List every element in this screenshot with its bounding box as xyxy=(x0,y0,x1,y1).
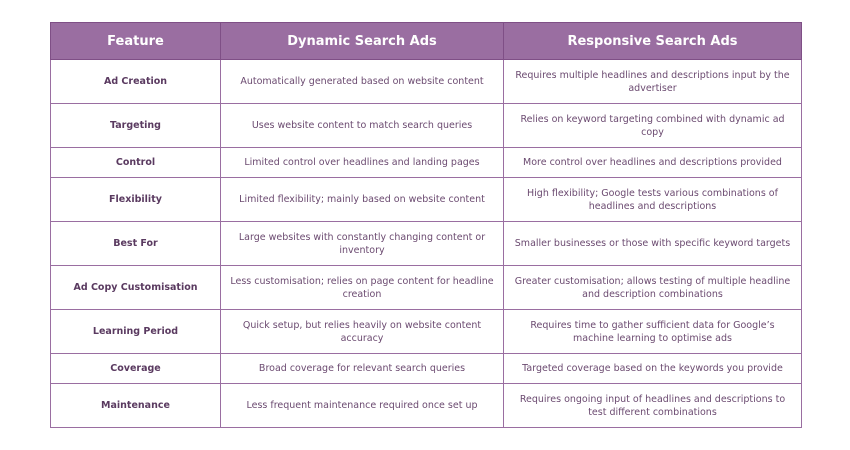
dsa-cell: Quick setup, but relies heavily on websi… xyxy=(220,309,504,354)
table-row: Targeting Uses website content to match … xyxy=(50,103,802,148)
rsa-cell: Smaller businesses or those with specifi… xyxy=(503,221,802,266)
comparison-table: Feature Dynamic Search Ads Responsive Se… xyxy=(50,22,802,428)
rsa-cell: Requires time to gather sufficient data … xyxy=(503,309,802,354)
feature-cell: Coverage xyxy=(50,353,221,384)
feature-cell: Control xyxy=(50,147,221,178)
feature-cell: Learning Period xyxy=(50,309,221,354)
dsa-cell: Large websites with constantly changing … xyxy=(220,221,504,266)
rsa-cell: Relies on keyword targeting combined wit… xyxy=(503,103,802,148)
rsa-cell: Requires multiple headlines and descript… xyxy=(503,59,802,104)
table-row: Learning Period Quick setup, but relies … xyxy=(50,309,802,354)
feature-cell: Targeting xyxy=(50,103,221,148)
feature-cell: Best For xyxy=(50,221,221,266)
header-feature: Feature xyxy=(50,22,221,60)
dsa-cell: Less customisation; relies on page conte… xyxy=(220,265,504,310)
rsa-cell: Requires ongoing input of headlines and … xyxy=(503,383,802,428)
header-dynamic-search-ads: Dynamic Search Ads xyxy=(220,22,504,60)
feature-cell: Ad Copy Customisation xyxy=(50,265,221,310)
table-row: Ad Copy Customisation Less customisation… xyxy=(50,265,802,310)
rsa-cell: Targeted coverage based on the keywords … xyxy=(503,353,802,384)
rsa-cell: Greater customisation; allows testing of… xyxy=(503,265,802,310)
header-responsive-search-ads: Responsive Search Ads xyxy=(503,22,802,60)
feature-cell: Maintenance xyxy=(50,383,221,428)
table-row: Coverage Broad coverage for relevant sea… xyxy=(50,353,802,384)
comparison-table-container: Feature Dynamic Search Ads Responsive Se… xyxy=(50,22,802,428)
dsa-cell: Less frequent maintenance required once … xyxy=(220,383,504,428)
table-row: Best For Large websites with constantly … xyxy=(50,221,802,266)
dsa-cell: Automatically generated based on website… xyxy=(220,59,504,104)
dsa-cell: Broad coverage for relevant search queri… xyxy=(220,353,504,384)
feature-cell: Ad Creation xyxy=(50,59,221,104)
feature-cell: Flexibility xyxy=(50,177,221,222)
dsa-cell: Limited flexibility; mainly based on web… xyxy=(220,177,504,222)
header-row: Feature Dynamic Search Ads Responsive Se… xyxy=(50,22,802,60)
table-row: Control Limited control over headlines a… xyxy=(50,147,802,178)
rsa-cell: High flexibility; Google tests various c… xyxy=(503,177,802,222)
dsa-cell: Uses website content to match search que… xyxy=(220,103,504,148)
table-row: Ad Creation Automatically generated base… xyxy=(50,59,802,104)
table-row: Maintenance Less frequent maintenance re… xyxy=(50,383,802,428)
table-body: Ad Creation Automatically generated base… xyxy=(50,59,802,428)
rsa-cell: More control over headlines and descript… xyxy=(503,147,802,178)
table-row: Flexibility Limited flexibility; mainly … xyxy=(50,177,802,222)
dsa-cell: Limited control over headlines and landi… xyxy=(220,147,504,178)
